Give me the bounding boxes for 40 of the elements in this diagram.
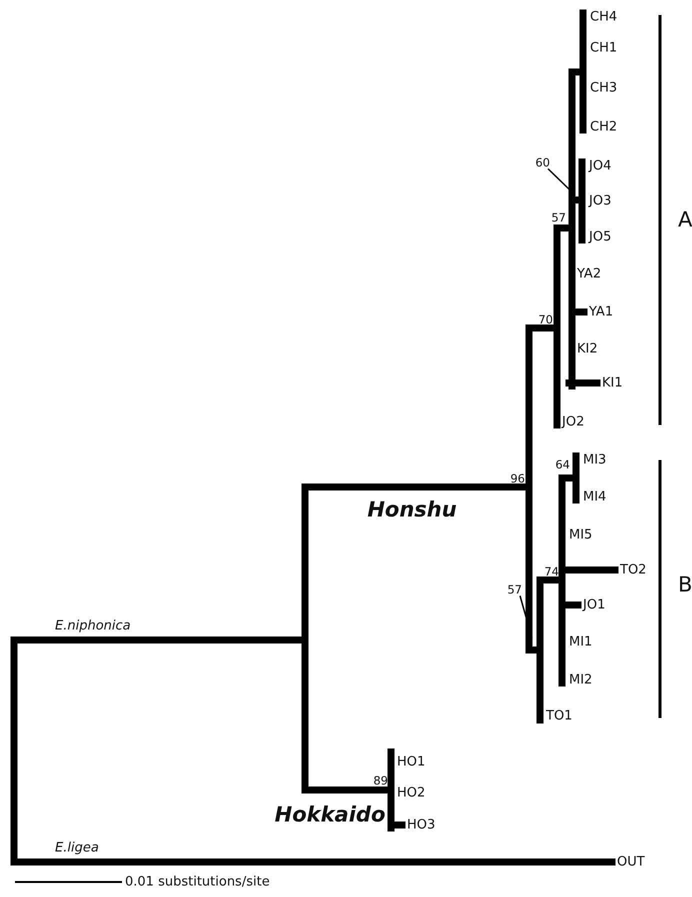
taxon-label: TO2 xyxy=(620,564,646,576)
taxon-label: MI2 xyxy=(569,674,592,686)
bootstrap-value: 74 xyxy=(544,566,559,578)
bootstrap-value: 60 xyxy=(535,157,550,169)
taxon-label: JO5 xyxy=(589,230,612,244)
taxon-label: JO1 xyxy=(583,598,606,612)
leader-line xyxy=(519,596,533,638)
taxon-label: MI1 xyxy=(569,636,592,648)
bootstrap-value: 57 xyxy=(551,212,566,224)
taxon-label: CH4 xyxy=(590,10,618,24)
taxon-label: KI2 xyxy=(577,342,598,356)
taxon-label: JO3 xyxy=(589,194,612,208)
taxon-label: JO4 xyxy=(589,160,612,172)
taxon-label: MI3 xyxy=(583,454,606,466)
bootstrap-value: 89 xyxy=(373,775,388,787)
taxon-label: TO1 xyxy=(546,710,572,722)
taxon-label: HO3 xyxy=(407,818,436,832)
taxon-label: HO2 xyxy=(397,786,426,800)
clade-label: A xyxy=(678,210,692,230)
taxon-label: MI5 xyxy=(569,528,592,542)
scale-label: 0.01 substitutions/site xyxy=(125,876,270,888)
region-label: Honshu xyxy=(367,500,457,520)
taxon-label: HO1 xyxy=(397,756,426,768)
taxon-label: CH2 xyxy=(590,120,618,134)
bootstrap-value: 64 xyxy=(555,459,570,471)
bootstrap-value: 57 xyxy=(507,584,522,596)
species-label: E.niphonica xyxy=(55,620,131,632)
taxon-label: YA1 xyxy=(589,306,614,318)
bootstrap-value: 70 xyxy=(538,314,553,326)
taxon-label: MI4 xyxy=(583,490,606,504)
species-label: E.ligea xyxy=(55,842,99,854)
taxon-label: CH1 xyxy=(590,42,618,54)
taxon-label: CH3 xyxy=(590,82,618,94)
region-label: Hokkaido xyxy=(274,804,386,826)
taxon-label: KI1 xyxy=(602,376,623,390)
clade-label: B xyxy=(678,574,692,596)
taxon-label: OUT xyxy=(617,856,645,868)
taxon-label: YA2 xyxy=(577,268,602,280)
taxon-label: JO2 xyxy=(562,416,584,428)
bootstrap-value: 96 xyxy=(510,473,525,485)
